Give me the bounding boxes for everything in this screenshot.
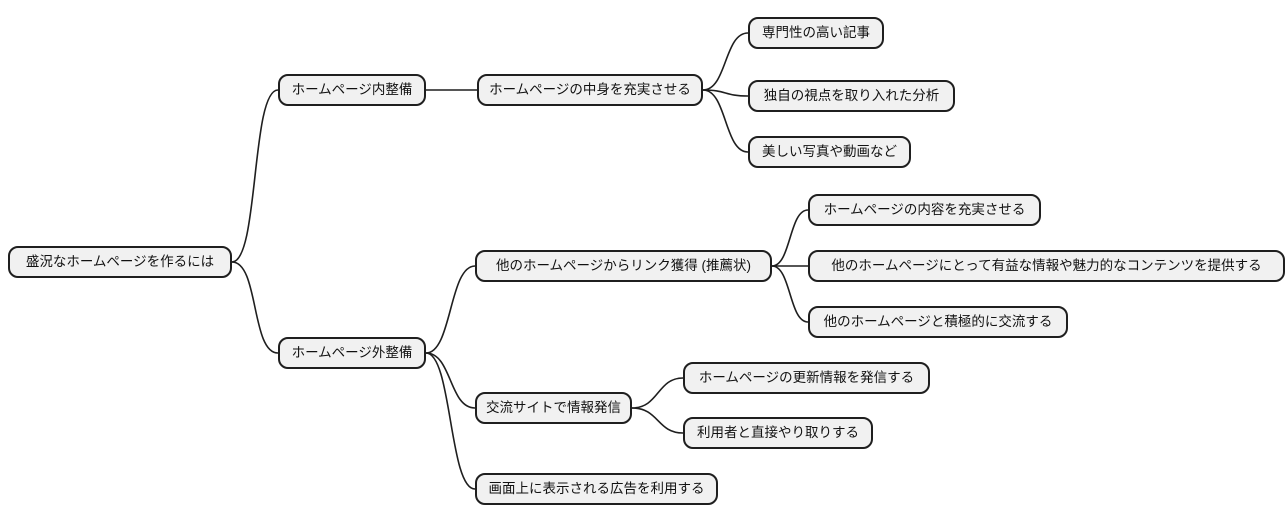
node-social-media-outreach[interactable]: 交流サイトで情報発信: [475, 392, 632, 424]
node-expert-articles[interactable]: 専門性の高い記事: [748, 17, 884, 49]
node-onscreen-ads[interactable]: 画面上に表示される広告を利用する: [475, 473, 718, 505]
node-post-updates[interactable]: ホームページの更新情報を発信する: [683, 362, 930, 394]
node-link-acquisition[interactable]: 他のホームページからリンク獲得 (推薦状): [475, 250, 772, 282]
edge-enrich-content-unique-analysis: [702, 89, 749, 97]
edge-link-acquisition-enrich-own: [771, 209, 809, 267]
edge-social-media-direct-interact: [631, 407, 684, 434]
node-label: ホームページ外整備: [291, 345, 413, 361]
edge-social-media-post-updates: [631, 377, 684, 409]
node-label: 利用者と直接やり取りする: [697, 425, 859, 441]
node-enrich-own-content[interactable]: ホームページの内容を充実させる: [808, 194, 1041, 226]
edge-enrich-content-expert-articles: [702, 32, 749, 91]
edge-offpage-link-acquisition: [425, 265, 476, 354]
node-root[interactable]: 盛況なホームページを作るには: [8, 246, 232, 278]
node-label: 美しい写真や動画など: [762, 144, 897, 160]
edge-offpage-social-media: [425, 352, 476, 409]
node-photos-videos[interactable]: 美しい写真や動画など: [748, 136, 911, 168]
node-provide-valuable-content[interactable]: 他のホームページにとって有益な情報や魅力的なコンテンツを提供する: [808, 250, 1285, 282]
edge-link-acquisition-interact: [771, 265, 809, 323]
node-label: 他のホームページと積極的に交流する: [823, 314, 1053, 330]
node-unique-analysis[interactable]: 独自の視点を取り入れた分析: [748, 80, 955, 112]
edge-enrich-content-photos-videos: [702, 89, 749, 153]
node-label: ホームページの中身を充実させる: [489, 82, 691, 98]
node-label: ホームページの更新情報を発信する: [698, 370, 915, 386]
node-direct-interaction[interactable]: 利用者と直接やり取りする: [683, 417, 873, 449]
node-label: 交流サイトで情報発信: [486, 400, 621, 416]
node-label: 他のホームページにとって有益な情報や魅力的なコンテンツを提供する: [831, 258, 1262, 274]
node-interact-actively[interactable]: 他のホームページと積極的に交流する: [808, 306, 1068, 338]
node-label: 専門性の高い記事: [762, 25, 870, 41]
edge-offpage-onscreen-ads: [425, 352, 476, 490]
node-label: 画面上に表示される広告を利用する: [488, 481, 705, 497]
node-offpage-improvement[interactable]: ホームページ外整備: [278, 337, 426, 369]
edge-root-onpage: [231, 89, 279, 263]
node-label: 他のホームページからリンク獲得 (推薦状): [495, 258, 752, 274]
node-enrich-site-content[interactable]: ホームページの中身を充実させる: [477, 74, 703, 106]
node-label: ホームページ内整備: [291, 82, 413, 98]
node-label: 独自の視点を取り入れた分析: [763, 88, 940, 104]
node-label: 盛況なホームページを作るには: [25, 254, 215, 270]
node-onpage-improvement[interactable]: ホームページ内整備: [278, 74, 426, 106]
edge-root-offpage: [231, 261, 279, 354]
node-label: ホームページの内容を充実させる: [823, 202, 1026, 218]
